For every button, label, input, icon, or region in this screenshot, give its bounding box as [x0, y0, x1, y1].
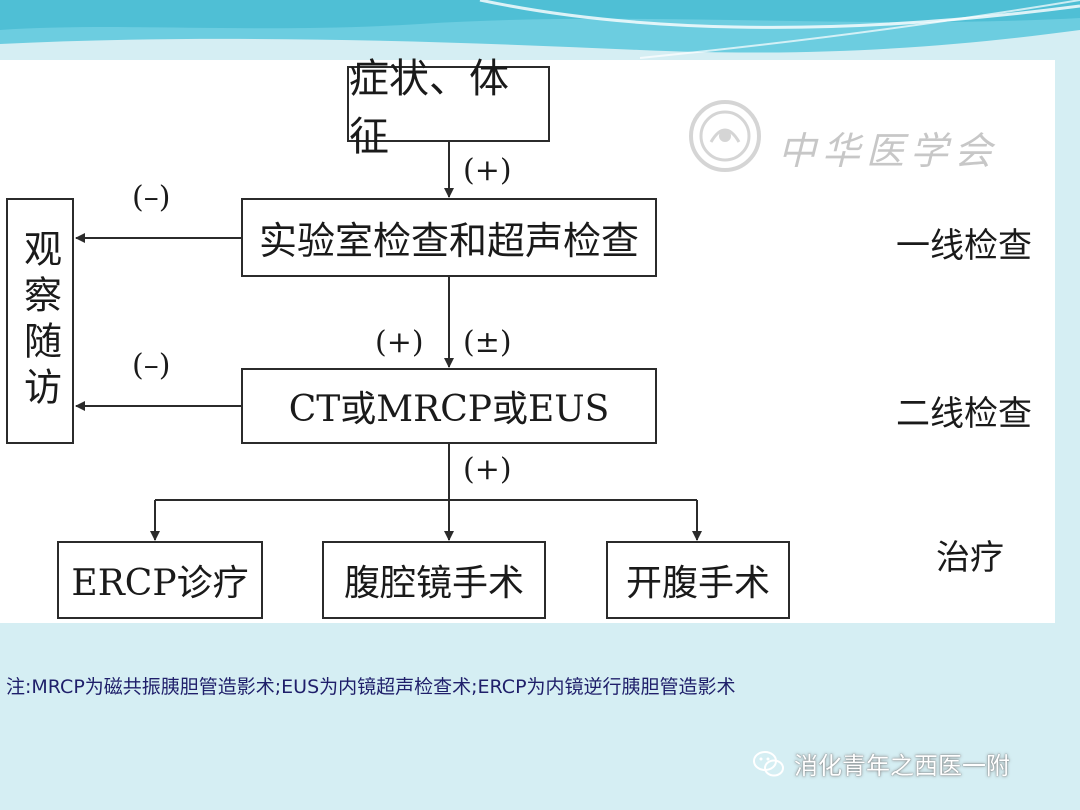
watermark-text: 中华医学会: [778, 129, 999, 173]
lab-box: 实验室检查和超声检查: [241, 198, 657, 277]
wechat-icon: [753, 750, 784, 776]
source-credit: 消化青年之西医一附: [752, 746, 1010, 781]
plus-label-3: (+): [463, 452, 512, 487]
seal-icon: [689, 100, 761, 172]
minus-label-2: (–): [132, 348, 171, 383]
footnote: 注:MRCP为磁共振胰胆管造影术;EUS为内镜超声检查术;ERCP为内镜逆行胰胆…: [6, 676, 736, 698]
laparoscopy-box: 腹腔镜手术: [322, 541, 546, 619]
plus-minus-label: (±): [463, 325, 512, 360]
observe-box: 观察随访: [6, 198, 74, 444]
open-surgery-box: 开腹手术: [606, 541, 790, 619]
plus-label-2: (+): [375, 325, 424, 360]
flow-connectors: [75, 142, 702, 541]
symptoms-box: 症状、体征: [347, 56, 550, 160]
diagram-panel: [0, 60, 1055, 623]
plus-label-1: (+): [463, 153, 512, 188]
source-text: 消化青年之西医一附: [794, 752, 1010, 780]
second-line-label: 二线检查: [896, 394, 1032, 434]
treatment-label: 治疗: [936, 538, 1004, 578]
minus-label-1: (–): [132, 180, 171, 215]
header-band: [0, 0, 1080, 60]
ercp-box: ERCP诊疗: [57, 541, 263, 619]
observe-label: 观察随访: [17, 229, 62, 413]
first-line-label: 一线检查: [896, 226, 1032, 266]
ct-box: CT或MRCP或EUS: [241, 368, 657, 444]
